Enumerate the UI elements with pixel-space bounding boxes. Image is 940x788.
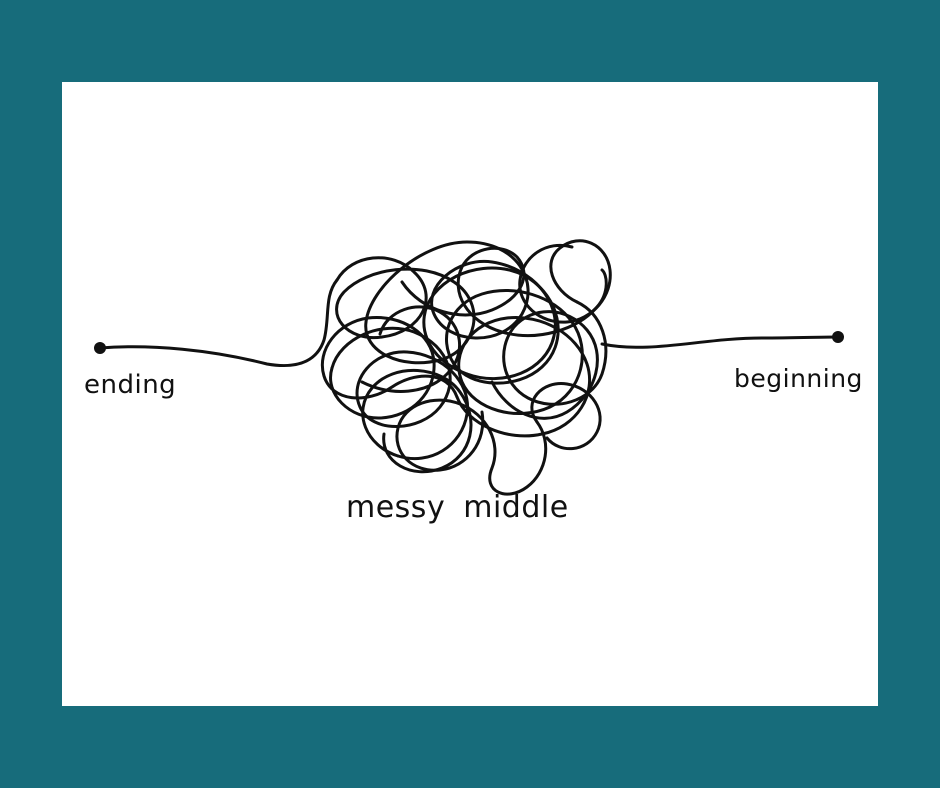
white-canvas: ending beginning messy middle [62, 82, 878, 706]
tangle-scribble [320, 239, 612, 496]
messy-middle-label: messy middle [346, 490, 569, 525]
ending-label: ending [84, 370, 177, 400]
tangled-line-diagram [94, 239, 844, 496]
left-thread [98, 278, 339, 367]
beginning-dot [832, 331, 844, 343]
right-thread [600, 335, 840, 349]
beginning-label: beginning [734, 364, 863, 393]
ending-dot [94, 342, 106, 354]
